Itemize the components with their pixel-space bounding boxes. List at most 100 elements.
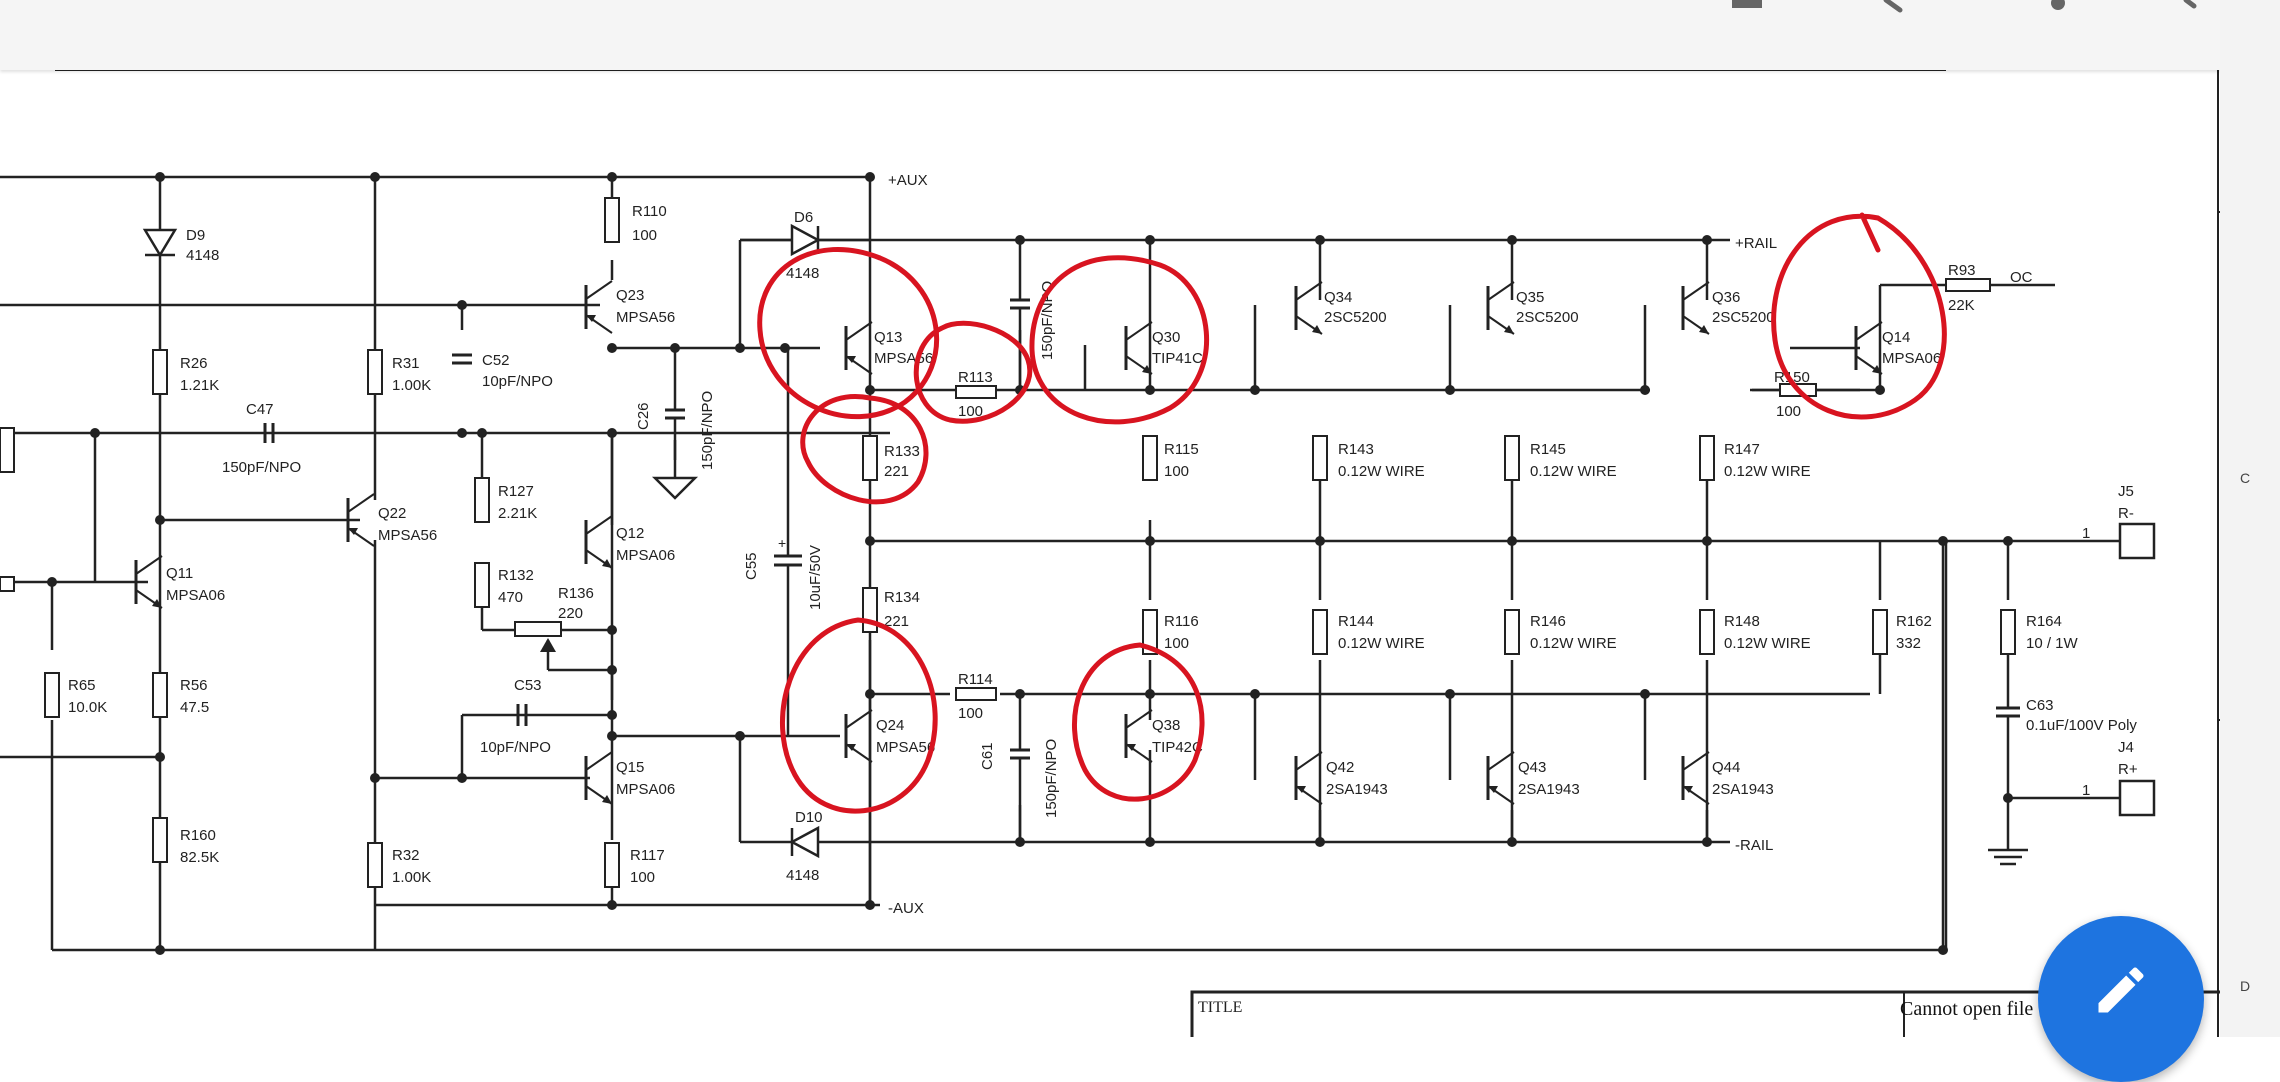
label-r164: R164 (2026, 613, 2062, 630)
svg-text:MPSA06: MPSA06 (1882, 350, 1941, 367)
label-q30: Q30 (1152, 329, 1180, 346)
svg-text:1.00K: 1.00K (392, 869, 431, 886)
label-c55: C55 (743, 552, 760, 580)
svg-text:0.12W WIRE: 0.12W WIRE (1530, 463, 1617, 480)
label-r113: R113 (958, 369, 993, 386)
label-r147: R147 (1724, 441, 1760, 458)
pin-j4: 1 (2082, 782, 2090, 799)
edit-pencil-icon (2098, 967, 2144, 1013)
svg-text:150pF/NPO: 150pF/NPO (699, 391, 716, 470)
label-r144: R144 (1338, 613, 1374, 630)
resistor-r133 (862, 435, 878, 481)
transistor-q35 (1486, 280, 1516, 336)
transistor-q44 (1681, 750, 1711, 806)
svg-text:100: 100 (1164, 463, 1189, 480)
resistor-r56 (152, 672, 168, 718)
svg-text:2SC5200: 2SC5200 (1712, 309, 1775, 326)
label-r146: R146 (1530, 613, 1566, 630)
label-q13: Q13 (874, 329, 902, 346)
label-r93: R93 (1948, 262, 1976, 279)
transistor-q12 (584, 514, 614, 570)
label-q15: Q15 (616, 759, 644, 776)
svg-text:10uF/50V: 10uF/50V (807, 545, 824, 610)
svg-text:MPSA56: MPSA56 (616, 309, 675, 326)
label-r110: R110 (632, 203, 667, 220)
zone-letter-d: D (2240, 978, 2251, 994)
label-r143: R143 (1338, 441, 1374, 458)
diode-d10 (789, 825, 820, 859)
transistor-q42 (1294, 750, 1324, 806)
svg-text:82.5K: 82.5K (180, 849, 219, 866)
transistor-q36 (1681, 280, 1711, 336)
svg-text:10.0K: 10.0K (68, 699, 107, 716)
label-r26: R26 (180, 355, 208, 372)
resistor-r113 (955, 385, 997, 399)
svg-text:100: 100 (632, 227, 657, 244)
label-r150: R150 (1774, 369, 1810, 386)
label-r160: R160 (180, 827, 216, 844)
edit-fab-button[interactable] (2038, 916, 2204, 1082)
svg-text:2SC5200: 2SC5200 (1324, 309, 1387, 326)
label-q11: Q11 (166, 565, 193, 582)
label-r114: R114 (958, 671, 993, 688)
svg-text:332: 332 (1896, 635, 1921, 652)
svg-text:1.21K: 1.21K (180, 377, 219, 394)
label-q44: Q44 (1712, 759, 1740, 776)
share-icon[interactable] (2040, 0, 2080, 20)
svg-text:MPSA56: MPSA56 (874, 350, 933, 367)
search-icon[interactable] (1880, 0, 1920, 20)
label-q22: Q22 (378, 505, 406, 522)
svg-text:2SA1943: 2SA1943 (1712, 781, 1774, 798)
document-side-margin (2220, 0, 2280, 1037)
svg-text:100: 100 (630, 869, 655, 886)
svg-text:150pF/NPO: 150pF/NPO (1043, 739, 1060, 818)
svg-text:TIP42C: TIP42C (1152, 739, 1203, 756)
label-r117: R117 (630, 847, 665, 864)
svg-text:47.5: 47.5 (180, 699, 209, 716)
svg-text:2SA1943: 2SA1943 (1518, 781, 1580, 798)
label-q34: Q34 (1324, 289, 1352, 306)
resistor-r148 (1699, 609, 1715, 655)
label-q24: Q24 (876, 717, 904, 734)
label-j5: J5 (2118, 483, 2134, 500)
net-label-rail-neg: -RAIL (1735, 837, 1773, 854)
label-r145: R145 (1530, 441, 1566, 458)
label-q38: Q38 (1152, 717, 1180, 734)
diode-d9 (142, 228, 178, 258)
more-icon[interactable] (2176, 0, 2216, 20)
label-r56: R56 (180, 677, 208, 694)
svg-text:MPSA06: MPSA06 (616, 781, 675, 798)
viewer-toolbar (0, 0, 2220, 70)
svg-text:R+: R+ (2118, 761, 2138, 778)
net-label-rail-pos: +RAIL (1735, 235, 1777, 252)
resistor-r164 (2000, 609, 2016, 655)
label-r116: R116 (1164, 613, 1199, 630)
diode-d6 (790, 223, 821, 257)
svg-text:+: + (778, 535, 786, 551)
resistor-r132 (474, 562, 490, 608)
label-r148: R148 (1724, 613, 1760, 630)
label-r162: R162 (1896, 613, 1932, 630)
label-r127: R127 (498, 483, 534, 500)
resistor-r93 (1945, 278, 1991, 292)
svg-text:1.00K: 1.00K (392, 377, 431, 394)
note-icon[interactable] (1728, 0, 1768, 20)
svg-text:MPSA06: MPSA06 (166, 587, 225, 604)
transistor-q34 (1294, 280, 1324, 336)
label-d10: D10 (795, 809, 823, 826)
annotation-circles (757, 212, 1947, 814)
label-r31: R31 (392, 355, 420, 372)
resistor-r145 (1504, 435, 1520, 481)
svg-text:MPSA56: MPSA56 (876, 739, 935, 756)
svg-text:100: 100 (1164, 635, 1189, 652)
resistor-r114 (955, 687, 997, 701)
label-q36: Q36 (1712, 289, 1740, 306)
label-q43: Q43 (1518, 759, 1546, 776)
label-q23: Q23 (616, 287, 644, 304)
label-r136: R136 (558, 585, 594, 602)
resistor-r26 (152, 349, 168, 395)
label-r132: R132 (498, 567, 534, 584)
svg-text:4148: 4148 (786, 265, 819, 282)
svg-text:221: 221 (884, 613, 909, 630)
resistor-r136 (514, 621, 562, 637)
